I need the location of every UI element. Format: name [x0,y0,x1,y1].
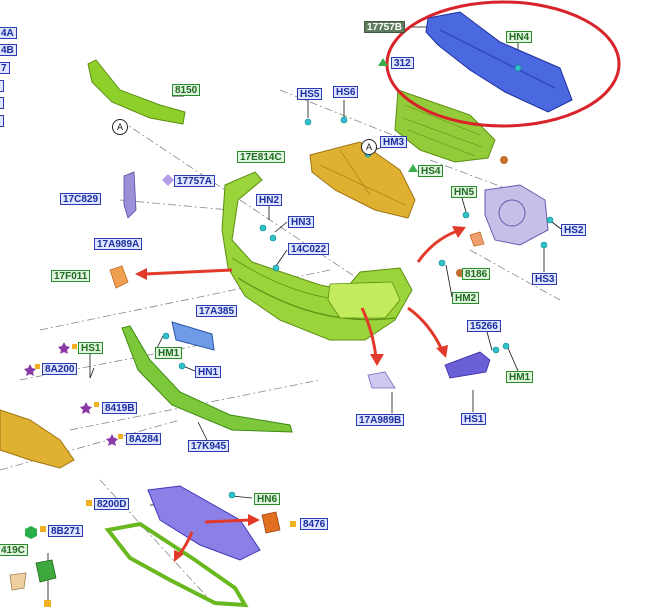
cover-17a989b-part [367,371,396,389]
callout-hn2[interactable]: HN2 [256,194,283,206]
callout-8a200[interactable]: 8A200 [42,363,78,375]
part-8b271-clip [35,559,57,583]
callout-hs6[interactable]: HS6 [333,86,359,98]
callout-hn5[interactable]: HN5 [451,186,478,198]
yellow-carrier-part [309,141,416,219]
bumper-cover-part [221,171,413,341]
callout-hn1[interactable]: HN1 [195,366,222,378]
callout-17a989b[interactable]: 17A989B [356,414,405,426]
callout-17a989a[interactable]: 17A989A [94,238,143,250]
lower-frame-part [104,521,249,608]
part-17f011 [109,265,129,289]
bracket-17c829-part [123,171,137,219]
reference-circle-a-left[interactable]: A [112,119,128,135]
callout-8b271[interactable]: 8B271 [48,525,84,537]
callout-hs5[interactable]: HS5 [297,88,323,100]
yellow-lower-part [0,409,75,469]
callout-17757b[interactable]: 17757B [364,21,406,33]
callout-hs1-lower[interactable]: HS1 [461,413,487,425]
callout-312[interactable]: 312 [391,57,414,69]
reference-circle-a-right[interactable]: A [361,139,377,155]
fasteners [162,64,554,499]
fog-lamp-bracket-part [484,184,549,246]
star-markers [24,342,118,446]
callout-8150[interactable]: 8150 [172,84,201,96]
callout-14c022[interactable]: 14C022 [288,243,330,255]
callout-17757a[interactable]: 17757A [174,175,216,187]
callout-8a284[interactable]: 8A284 [126,433,162,445]
callout-8186[interactable]: 8186 [462,268,491,280]
left-edge-label-6[interactable] [0,115,4,127]
left-edge-label-4[interactable] [0,80,4,92]
bracket-15266-part [444,351,491,379]
callout-hs3[interactable]: HS3 [532,273,558,285]
direction-arrows [144,228,461,557]
left-edge-label-2[interactable]: 4B [0,44,17,56]
callout-hm1-left[interactable]: HM1 [155,347,183,359]
callout-8200d[interactable]: 8200D [94,498,130,510]
callout-hs4[interactable]: HS4 [418,165,444,177]
callout-hs2[interactable]: HS2 [561,224,587,236]
callout-hs1-upper[interactable]: HS1 [78,342,104,354]
callout-hm3[interactable]: HM3 [380,136,408,148]
callout-8419b[interactable]: 8419B [102,402,138,414]
highlight-circle [385,0,621,128]
lower-grille-mesh-part [147,485,261,561]
callout-17f011[interactable]: 17F011 [51,270,91,282]
callout-hm1-right[interactable]: HM1 [506,371,534,383]
callout-17k945[interactable]: 17K945 [188,440,230,452]
left-edge-label-1[interactable]: 4A [0,27,17,39]
left-edge-label-3[interactable]: 7 [0,62,10,74]
bracket-17a385-part [171,321,215,351]
callout-17c829[interactable]: 17C829 [60,193,102,205]
callout-hn6[interactable]: HN6 [254,493,281,505]
part-8186 [469,231,485,247]
callout-8476[interactable]: 8476 [300,518,329,530]
left-edge-label-5[interactable] [0,97,4,109]
callout-hn4[interactable]: HN4 [506,31,533,43]
callout-hn3[interactable]: HN3 [288,216,315,228]
callout-419c[interactable]: 419C [0,544,28,556]
callout-17e814c[interactable]: 17E814C [237,151,285,163]
lower-grille-17k945-part [121,325,293,433]
callout-17a385[interactable]: 17A385 [196,305,238,317]
reinforcement-beam-part [425,11,573,113]
callout-15266[interactable]: 15266 [467,320,501,332]
upper-strip-part [87,59,186,125]
part-8476 [261,511,281,534]
callout-hm2[interactable]: HM2 [452,292,480,304]
